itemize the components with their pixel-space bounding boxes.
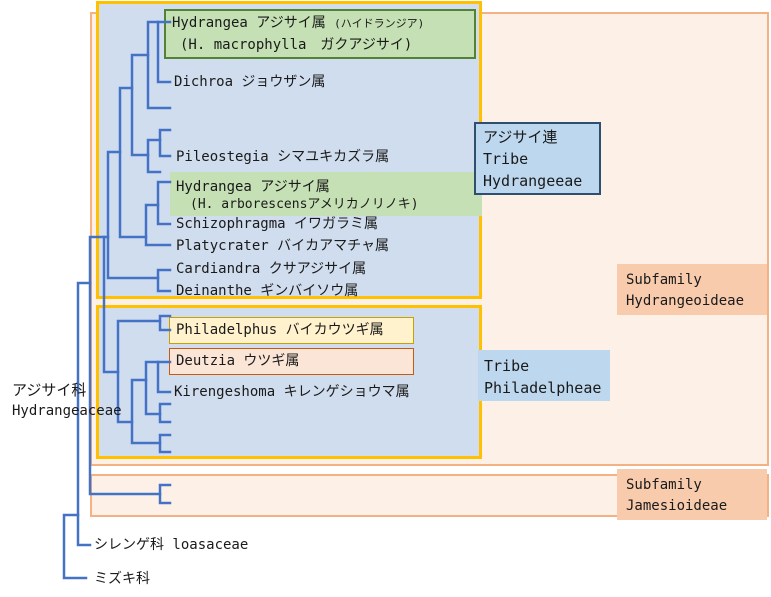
schizophragma-genus: Schizophragma イワガラミ属 xyxy=(176,216,379,232)
branch-hydrangea-dichroa xyxy=(146,20,172,110)
branch-schizophragma-hydrangea2 xyxy=(156,180,172,226)
branch-schizo-platy xyxy=(144,203,172,247)
subfamily-jamesioideae-tag xyxy=(617,469,767,520)
tribe-philadelpheae-tag xyxy=(478,350,610,401)
branch-hydrangeoideae xyxy=(102,235,120,374)
pileostegia-genus: Pileostegia シマユキカズラ属 xyxy=(176,149,390,165)
hydrangeaceae-label-1: アジサイ科 xyxy=(12,381,87,399)
branch-hydrangeaceae xyxy=(88,235,162,496)
branch-jamesioideae xyxy=(158,483,172,505)
tribe-hydrangeeae-label-3: Hydrangeeae xyxy=(483,172,583,190)
branch-core-hydrangeeae xyxy=(118,86,148,239)
branch-philadelpheae-tips xyxy=(158,402,172,424)
branch-loasaceae-hydrangeaceae xyxy=(76,281,92,547)
branch-tribe-philadelpheae xyxy=(116,319,162,424)
hydrangea-1-name: Hydrangea アジサイ属 xyxy=(172,15,326,31)
tribe-hydrangeeae-label-1: アジサイ連 xyxy=(483,128,558,146)
kirengeshoma-genus: Kirengeshoma キレンゲショウマ属 xyxy=(174,384,410,400)
hydrangea-macrophylla-highlight xyxy=(164,9,476,59)
hydrangea-2-species: (H. arborescensアメリカノリノキ) xyxy=(190,197,419,212)
branch-upper-clade xyxy=(130,53,150,157)
hydrangea-1-species: (H. macrophylla ガクアジサイ) xyxy=(180,37,413,53)
branch-tribe-hydrangeeae xyxy=(106,150,160,280)
deutzia-genus: Deutzia ウツギ属 xyxy=(176,353,300,369)
branch-root xyxy=(62,513,88,580)
tribe-hydrangeeae-label-2: Tribe xyxy=(483,150,529,168)
hydrangeaceae-label-2: Hydrangeaceae xyxy=(12,403,122,419)
branch-pileostegia-pair xyxy=(158,128,172,158)
branch-hydrangea1-dichroa xyxy=(156,20,172,84)
subfamily-jamesioideae-label-1: Subfamily xyxy=(626,477,702,493)
subfamily-hydrangeoideae-label-1: Subfamily xyxy=(626,272,702,288)
branch-philadelpheae-bottom xyxy=(158,433,172,454)
tribe-philadelpheae-label-1: Tribe xyxy=(484,357,530,375)
philadelphus-genus: Philadelphus バイカウツギ属 xyxy=(176,322,384,338)
tribe-hydrangeeae-tag xyxy=(474,122,601,195)
deinanthe-genus: Deinanthe ギンバイソウ属 xyxy=(176,283,359,299)
branch-philadelphus xyxy=(158,314,172,332)
subfamily-hydrangeoideae-tag xyxy=(617,264,767,315)
hydrangea-1-note: (ハイドランジア) xyxy=(334,17,425,30)
branch-deutzia-kirengeshoma xyxy=(144,360,162,416)
branch-deutzia-group xyxy=(130,378,162,445)
hydrangea-arborescens-highlight xyxy=(170,172,482,216)
cornaceae-label: ミズキ科 xyxy=(94,571,150,587)
cardiandra-genus: Cardiandra クサアジサイ属 xyxy=(176,261,367,277)
subfamily-jamesioideae-label-2: Jamesioideae xyxy=(626,498,728,514)
deutzia-highlight xyxy=(169,348,414,375)
loasaceae-label: シレンゲ科 loasaceae xyxy=(94,537,249,553)
branch-cardiandra-deinanthe xyxy=(156,268,172,293)
platycrater-genus: Platycrater バイカアマチャ属 xyxy=(176,238,390,254)
subfamily-hydrangeoideae-label-2: Hydrangeoideae xyxy=(626,293,745,309)
hydrangea-1-genus: Hydrangea アジサイ属 (ハイドランジア) xyxy=(172,14,424,33)
branch-deutzia-lower xyxy=(156,360,172,394)
branch-pileostegia-group xyxy=(146,138,162,174)
dichroa-genus: Dichroa ジョウザン属 xyxy=(174,74,326,90)
tribe-philadelpheae-label-2: Philadelpheae xyxy=(484,379,602,397)
hydrangea-2-genus: Hydrangea アジサイ属 xyxy=(176,179,330,195)
